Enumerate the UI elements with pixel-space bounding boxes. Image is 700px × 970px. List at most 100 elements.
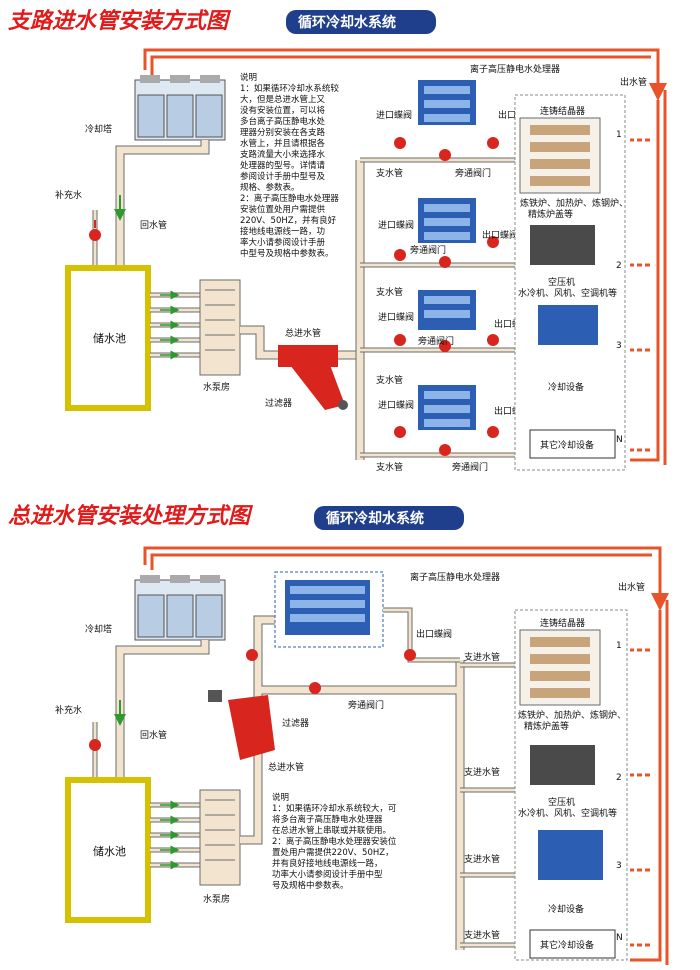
section1-branch-pipe-1: 支水管 bbox=[376, 167, 403, 179]
section2-outlet-pipe-label: 出水管 bbox=[618, 581, 645, 593]
section1-pump-room-label: 水泵房 bbox=[203, 381, 230, 393]
s1-note-4: 多台离子高压静电水处 bbox=[240, 116, 326, 127]
section-2: 总进水管安装处理方式图 循环冷却水系统 出水管 冷却塔 bbox=[8, 503, 669, 965]
section1-num-1: 1 bbox=[616, 130, 622, 140]
section1-num-n: N bbox=[616, 435, 623, 445]
s1-note-9: 参阅设计手册中型号及 bbox=[240, 171, 326, 182]
section1-bypass-1: 旁通阀门 bbox=[455, 167, 491, 179]
section1-equipment-box bbox=[514, 94, 626, 471]
section1-compressor-label: 空压机水冷机、风机、空调机等 bbox=[518, 276, 617, 299]
section1-crystallizer-label: 连铸结晶器 bbox=[540, 105, 585, 117]
section2-branch-inlet-3: 支进水管 bbox=[464, 853, 500, 865]
section2-num-2: 2 bbox=[616, 773, 622, 783]
section1-banner: 循环冷却水系统 bbox=[286, 10, 436, 34]
section2-title: 总进水管安装处理方式图 bbox=[8, 503, 254, 529]
section1-processors bbox=[418, 80, 476, 430]
section2-filter bbox=[208, 690, 275, 760]
section1-processor-4 bbox=[418, 385, 476, 430]
s1-note-8: 处理器的型号。详情请 bbox=[240, 160, 326, 171]
section2-other-equipment-label: 其它冷却设备 bbox=[540, 939, 594, 951]
section2-equipment-box bbox=[514, 609, 628, 961]
section2-main-inlet-label: 总进水管 bbox=[268, 761, 304, 773]
s2-note-2: 将多台离子高压静电水处理器 bbox=[272, 814, 383, 825]
s1-note-13: 220V、50HZ，并有良好 bbox=[240, 215, 337, 226]
section1-bypass-3: 旁通阀门 bbox=[418, 335, 454, 347]
section2-bypass-label: 旁通阀门 bbox=[348, 699, 384, 711]
s2-note-0: 说明 bbox=[272, 792, 289, 803]
section1-inlet-valve-1: 进口蝶阀 bbox=[376, 109, 412, 121]
section2-processor bbox=[274, 571, 384, 648]
section1-return-pipe-label: 回水管 bbox=[140, 219, 167, 231]
s1-note-7: 支路流量大小来选择水 bbox=[240, 149, 326, 160]
s1-note-14: 接地线电源线一路，功 bbox=[240, 226, 325, 237]
section2-reservoir bbox=[65, 777, 151, 923]
section1-inlet-valve-2: 进口蝶阀 bbox=[378, 219, 414, 231]
section1-makeup-label: 补充水 bbox=[55, 189, 82, 201]
s1-note-0: 说明 bbox=[240, 72, 257, 83]
section2-return-pipe-label: 回水管 bbox=[140, 729, 167, 741]
s2-note-4: 2：离子高压静电水处理器安装位 bbox=[272, 836, 397, 847]
s1-note-10: 规格、参数表。 bbox=[240, 182, 300, 193]
section1-furnaces-label: 炼铁炉、加热炉、炼钢炉、精炼炉盖等 bbox=[520, 197, 628, 220]
section2-valves bbox=[246, 649, 416, 694]
s2-note-7: 功率大小请参阅设计手册中型 bbox=[272, 869, 383, 880]
section1-branch-pipe-4: 支水管 bbox=[376, 461, 403, 473]
section1-note: 说明 1：如果循环冷却水系统较 大，但是总进水管上又 没有安装位置，可以将 多台… bbox=[240, 72, 342, 259]
section2-pump-room bbox=[199, 789, 241, 886]
section1-outlet-valve-2: 出口蝶阀 bbox=[482, 229, 518, 241]
section2-crystallizer-label: 连铸结晶器 bbox=[540, 617, 585, 629]
s2-note-5: 置处用户需提供220V、50HZ， bbox=[272, 847, 394, 858]
section1-branch-pipe-2: 支水管 bbox=[376, 286, 403, 298]
section2-branch-inlet-4: 支进水管 bbox=[464, 929, 500, 941]
s2-note-1: 1：如果循环冷却水系统较大，可 bbox=[272, 803, 397, 814]
section1-processor-3 bbox=[418, 290, 476, 330]
s1-note-2: 大，但是总进水管上又 bbox=[240, 94, 326, 105]
section1-num-3: 3 bbox=[616, 341, 622, 351]
section1-return-pipe bbox=[115, 140, 210, 270]
s1-note-16: 中型号及规格中参数表。 bbox=[240, 248, 334, 259]
section2-branch-inlet-2: 支进水管 bbox=[464, 766, 500, 778]
section1-outlet-pipe-label: 出水管 bbox=[620, 76, 647, 88]
section-1: 支路进水管安装方式图 循环冷却水系统 冷却塔 bbox=[8, 8, 667, 473]
section1-branch-pipe-3: 支水管 bbox=[376, 374, 403, 386]
section2-num-3: 3 bbox=[616, 861, 622, 871]
s1-note-15: 率大小请参阅设计手册 bbox=[240, 237, 326, 248]
section1-cooling-tower bbox=[134, 75, 226, 141]
section1-reservoir bbox=[65, 265, 151, 411]
section2-branch-inlet-1: 支进水管 bbox=[464, 651, 500, 663]
section2-filter-label: 过滤器 bbox=[282, 717, 309, 729]
section1-processor-label: 离子高压静电水处理器 bbox=[470, 63, 560, 75]
section1-bypass-2: 旁通阀门 bbox=[410, 244, 446, 256]
s1-note-11: 2：离子高压静电水处理器 bbox=[240, 193, 339, 204]
s2-note-6: 并有良好接地线电源线一路， bbox=[272, 858, 383, 869]
s1-note-12: 安装位置处用户需提供 bbox=[240, 204, 326, 215]
section2-banner: 循环冷却水系统 bbox=[314, 506, 464, 530]
section2-outlet-valve-label: 出口蝶阀 bbox=[416, 628, 452, 640]
s1-note-3: 没有安装位置，可以将 bbox=[240, 105, 326, 116]
section1-reservoir-label: 储水池 bbox=[93, 331, 126, 345]
section1-valves bbox=[394, 137, 499, 456]
section1-processor-1 bbox=[418, 80, 476, 125]
section2-num-n: N bbox=[616, 933, 623, 943]
section1-makeup-valve bbox=[89, 220, 101, 241]
section1-filter bbox=[278, 345, 348, 410]
s1-note-1: 1：如果循环冷却水系统较 bbox=[240, 83, 339, 94]
section1-filter-label: 过滤器 bbox=[265, 397, 292, 409]
section2-compressor-label: 空压机水冷机、风机、空调机等 bbox=[518, 796, 617, 819]
section2-furnaces-label: 炼铁炉、加热炉、炼钢炉、精炼炉盖等 bbox=[518, 709, 626, 732]
section2-processor-label: 离子高压静电水处理器 bbox=[410, 571, 500, 583]
section2-cooling-tower bbox=[134, 575, 226, 641]
section1-bypass-4: 旁通阀门 bbox=[452, 461, 488, 473]
section2-cooling-tower-label: 冷却塔 bbox=[85, 623, 112, 635]
section1-cooling-equipment-label: 冷却设备 bbox=[548, 381, 584, 393]
section2-note: 说明 1：如果循环冷却水系统较大，可 将多台离子高压静电水处理器 在总进水管上串… bbox=[272, 792, 399, 891]
section2-pump-room-label: 水泵房 bbox=[203, 893, 230, 905]
section1-pump-room bbox=[199, 279, 241, 376]
section2-reservoir-label: 储水池 bbox=[93, 844, 126, 858]
section1-cooling-tower-label: 冷却塔 bbox=[85, 123, 112, 135]
section1-inlet-valve-3: 进口蝶阀 bbox=[378, 311, 414, 323]
section2-subtitle: 循环冷却水系统 bbox=[326, 510, 424, 527]
s1-note-6: 水管上，并且请根据各 bbox=[240, 138, 326, 149]
